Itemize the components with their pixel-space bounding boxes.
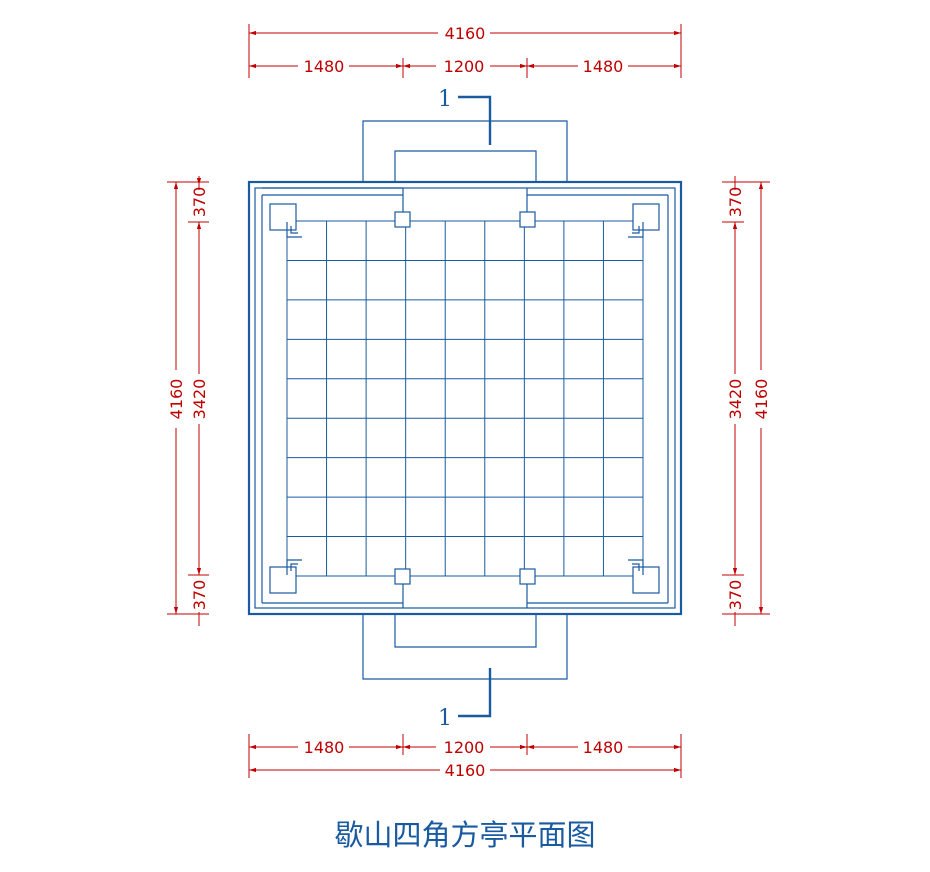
top-dimensions [248, 24, 682, 78]
drawing-caption: 歇山四角方亭平面图 [334, 818, 596, 852]
dim-top-middle: 1200 [444, 57, 485, 76]
floor-grid [286, 220, 644, 577]
platform-lines [261, 187, 669, 608]
bottom-step-inner [394, 614, 537, 648]
dim-bottom-right: 1480 [583, 738, 624, 757]
dim-bottom-left: 1480 [304, 738, 345, 757]
outer-roof-edge [247, 180, 683, 616]
dimension-labels: 4160 1480 1200 1480 1480 1200 1480 4160 … [167, 24, 771, 780]
platform-top-left [262, 187, 404, 212]
column-top-middle-left [394, 211, 411, 228]
corner-detail-top-left [286, 222, 302, 238]
dim-bottom-total: 4160 [445, 761, 486, 780]
section-mark-bottom-label: 1 [438, 706, 452, 731]
corner-column-top-right [632, 203, 660, 231]
dim-left-middle: 3420 [190, 379, 209, 420]
column-top-middle-right [519, 211, 536, 228]
dim-right-bottom: 370 [726, 580, 745, 611]
dim-top-left: 1480 [304, 57, 345, 76]
plan-outline [247, 180, 683, 616]
dim-left-total: 4160 [167, 379, 186, 420]
corner-detail-bottom-right [628, 559, 644, 575]
dim-top-right: 1480 [583, 57, 624, 76]
section-mark-top-line [458, 95, 492, 145]
dim-left-top: 370 [190, 187, 209, 218]
corner-column-bottom-left [269, 566, 297, 594]
dim-right-total: 4160 [752, 379, 771, 420]
section-mark-top-label: 1 [438, 87, 452, 112]
section-marks: 1 1 [438, 87, 492, 731]
dim-right-middle: 3420 [726, 379, 745, 420]
bottom-step-outer [362, 614, 568, 680]
right-dimensions [722, 176, 770, 626]
floor-grid-border [286, 220, 644, 577]
top-step-inner [394, 150, 537, 182]
dim-top-total: 4160 [445, 24, 486, 43]
columns [269, 203, 660, 594]
corner-column-top-left [269, 203, 297, 231]
dimensions [167, 24, 770, 778]
column-bottom-middle-left [394, 568, 411, 585]
corner-detail-top-right [628, 222, 644, 238]
bottom-dimensions [248, 734, 682, 778]
column-bottom-middle-right [519, 568, 536, 585]
corner-column-bottom-right [632, 566, 660, 594]
dim-left-bottom: 370 [190, 580, 209, 611]
dim-bottom-middle: 1200 [444, 738, 485, 757]
steps [362, 120, 568, 680]
inner-roof-edge [254, 187, 676, 609]
dim-right-top: 370 [726, 187, 745, 218]
section-mark-bottom-line [458, 668, 492, 718]
left-dimensions [167, 176, 209, 626]
top-step-outer [362, 120, 568, 182]
corner-detail-bottom-left [286, 559, 302, 575]
